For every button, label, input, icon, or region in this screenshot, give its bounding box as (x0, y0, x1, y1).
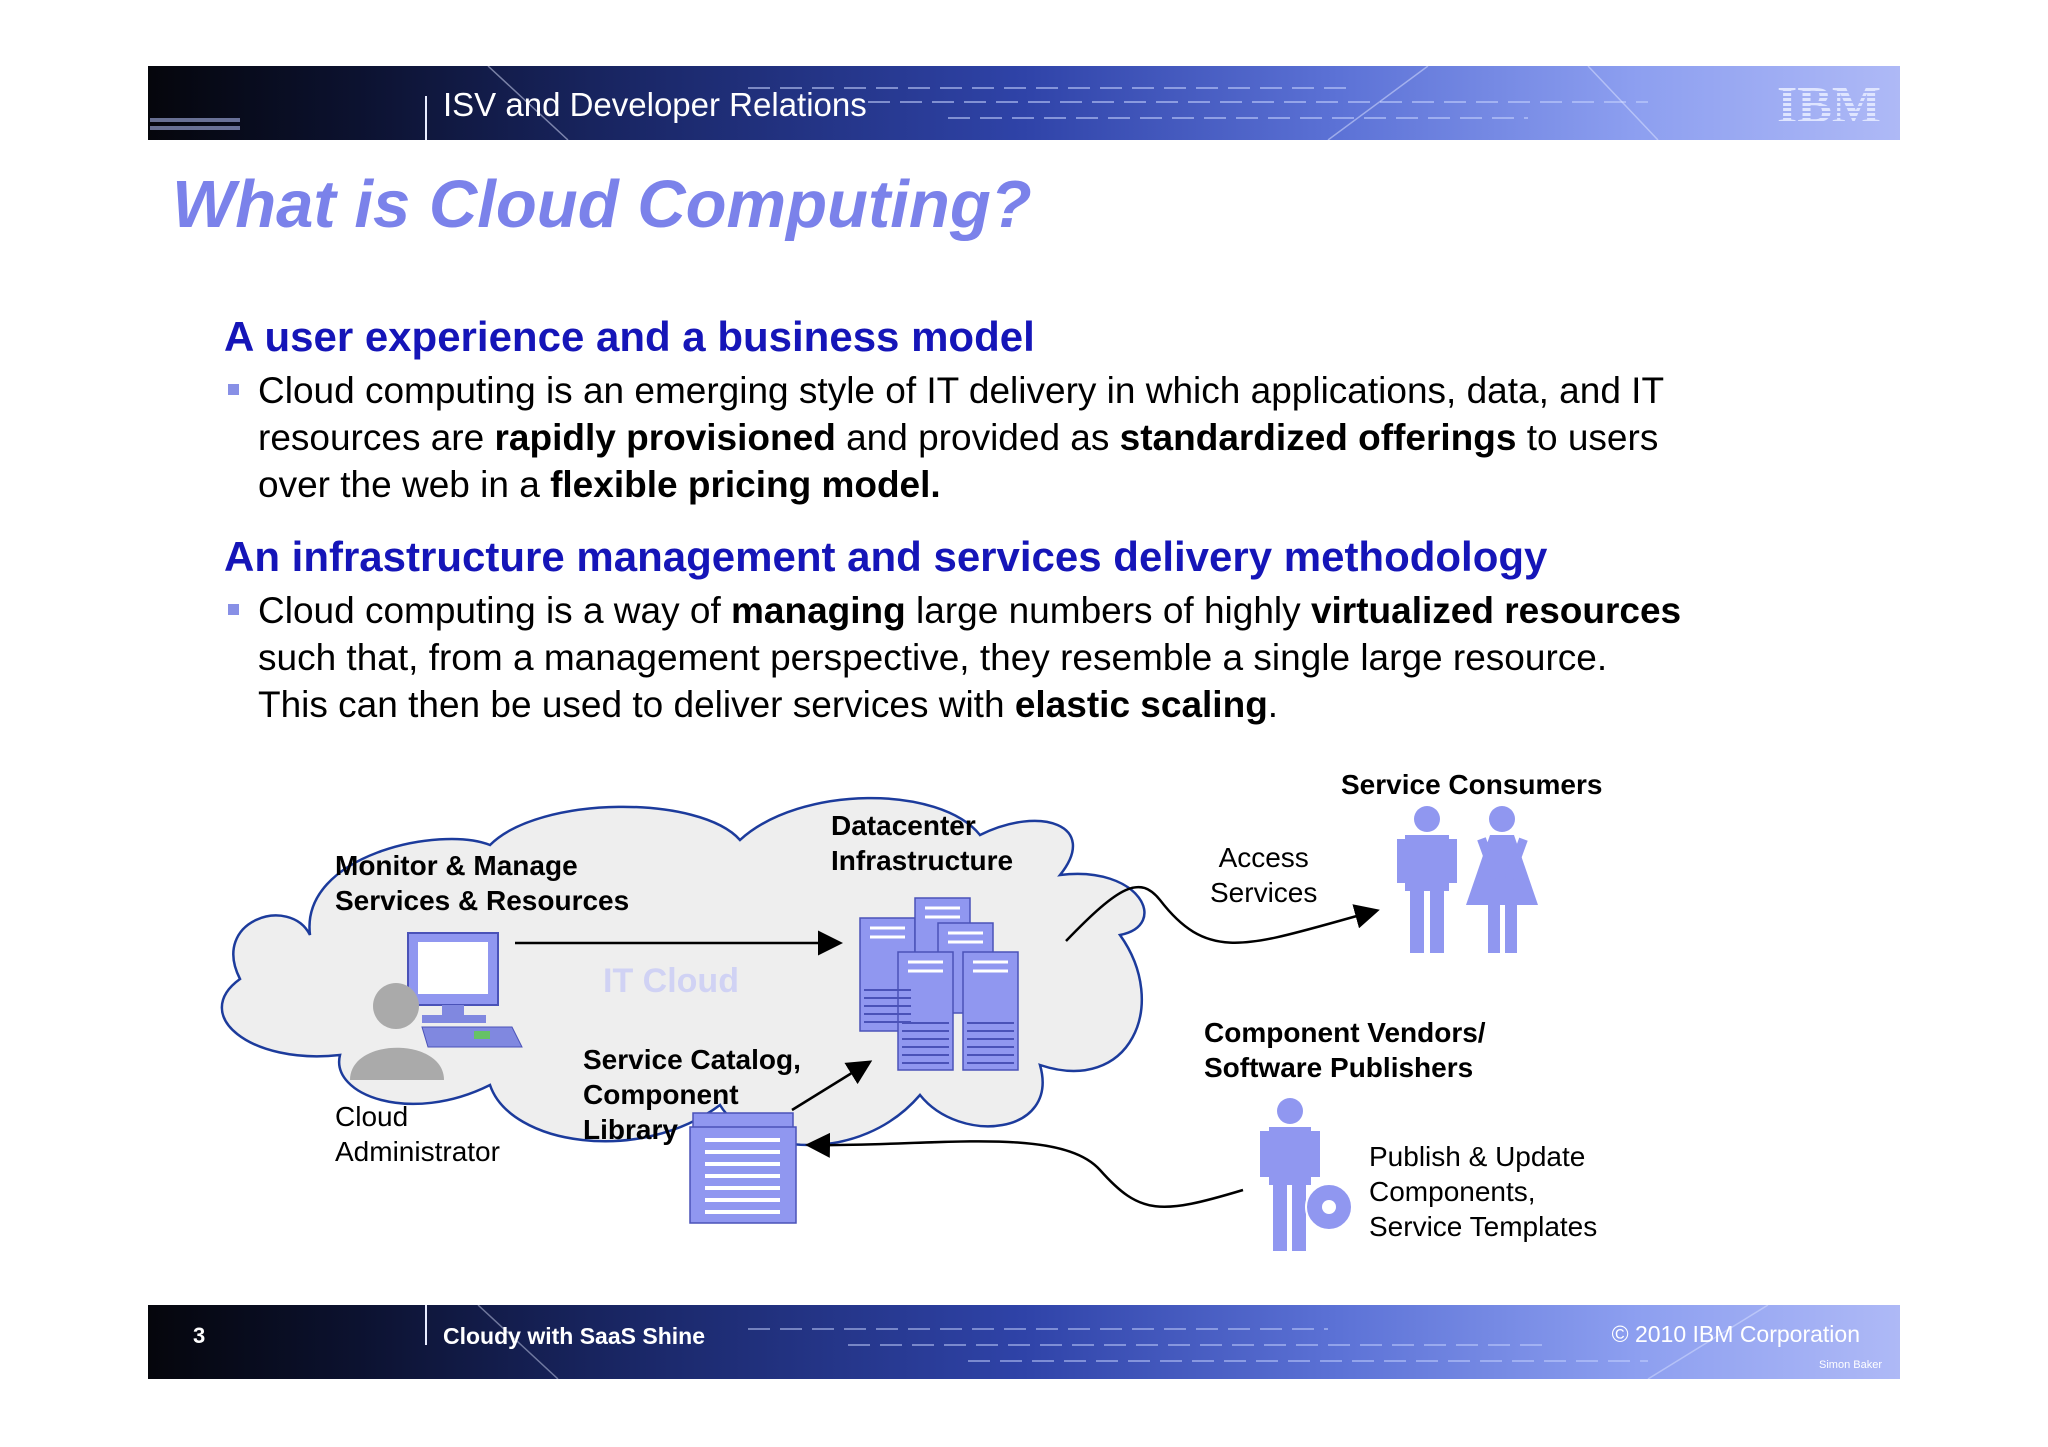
body-text: Cloud computing is an emerging style of … (258, 370, 1665, 411)
body-text: . (1267, 684, 1279, 725)
man-icon (1397, 806, 1457, 953)
body-text: and provided as (835, 417, 1120, 458)
footer-decoration (477, 1305, 1769, 1379)
header-subtitle: ISV and Developer Relations (443, 86, 867, 123)
paragraph-line: This can then be used to deliver service… (258, 681, 1681, 728)
body-text: over the web in a (258, 464, 551, 505)
cd-icon (1305, 1183, 1353, 1231)
it-cloud-label: IT Cloud (603, 962, 739, 1000)
paragraph-line: Cloud computing is an emerging style of … (258, 367, 1664, 414)
slide-title: What is Cloud Computing? (172, 167, 1032, 242)
paragraph-line: over the web in a flexible pricing model… (258, 461, 1664, 508)
emphasis-text: virtualized resources (1310, 590, 1682, 631)
person-icon (350, 983, 444, 1080)
catalog-arrow (791, 1060, 873, 1112)
component-vendors-label: Component Vendors/ Software Publishers (1204, 1017, 1486, 1083)
paragraph-line: resources are rapidly provisioned and pr… (258, 414, 1664, 461)
service-consumers-label: Service Consumers (1341, 769, 1603, 800)
server-rack-icon (859, 897, 1019, 1071)
paragraph-line: such that, from a management perspective… (258, 634, 1681, 681)
author-credit: Simon Baker (1819, 1359, 1882, 1371)
copyright: © 2010 IBM Corporation (1611, 1321, 1860, 1347)
access-services-label: Access Services (1210, 842, 1318, 908)
emphasis-text: rapidly provisioned (494, 417, 836, 458)
section-heading-infrastructure: An infrastructure management and service… (224, 533, 1548, 580)
svg-text:IBM: IBM (1777, 78, 1881, 126)
paragraph-line: Cloud computing is a way of managing lar… (258, 587, 1681, 634)
computer-icon (407, 932, 523, 1048)
bullet-square-icon (228, 384, 239, 395)
body-text: This can then be used to deliver service… (258, 684, 1015, 725)
body-text: to users (1516, 417, 1659, 458)
header-band: ISV and Developer Relations IBM (148, 66, 1900, 140)
ibm-logo: IBM (1777, 78, 1881, 126)
body-text: resources are (258, 417, 495, 458)
page-number: 3 (193, 1323, 206, 1348)
monitor-manage-label: Monitor & Manage Services & Resources (335, 850, 630, 916)
datacenter-label: Datacenter Infrastructure (831, 810, 1014, 876)
woman-icon (1466, 806, 1538, 953)
footer-band: 3 Cloudy with SaaS Shine © 2010 IBM Corp… (148, 1305, 1900, 1379)
catalog-icon (689, 1112, 797, 1224)
access-services-arrow (1065, 885, 1380, 944)
publisher-icon (1260, 1098, 1320, 1251)
body-text: Cloud computing is a way of (258, 590, 732, 631)
service-catalog-label: Service Catalog, Component Library (583, 1044, 801, 1145)
bullet-square-icon (228, 604, 239, 615)
body-text: such that, from a management perspective… (258, 637, 1608, 678)
header-divider (425, 96, 427, 140)
emphasis-text: managing (731, 590, 906, 631)
cloud-diagram (220, 796, 1538, 1251)
emphasis-text: standardized offerings (1119, 417, 1517, 458)
footer-title: Cloudy with SaaS Shine (443, 1323, 705, 1349)
emphasis-text: flexible pricing model. (550, 464, 941, 505)
emphasis-text: elastic scaling (1014, 684, 1268, 725)
publish-update-label: Publish & Update Components, Service Tem… (1369, 1141, 1598, 1242)
publish-arrow (805, 1132, 1244, 1208)
section-paragraph-infrastructure: Cloud computing is a way of managing lar… (258, 587, 1681, 728)
section-heading-business-model: A user experience and a business model (224, 313, 1035, 360)
footer-divider (425, 1305, 427, 1345)
header-decoration (150, 66, 1659, 140)
body-text: large numbers of highly (905, 590, 1311, 631)
section-paragraph-business-model: Cloud computing is an emerging style of … (258, 367, 1664, 508)
cloud-administrator-label: Cloud Administrator (335, 1101, 500, 1167)
